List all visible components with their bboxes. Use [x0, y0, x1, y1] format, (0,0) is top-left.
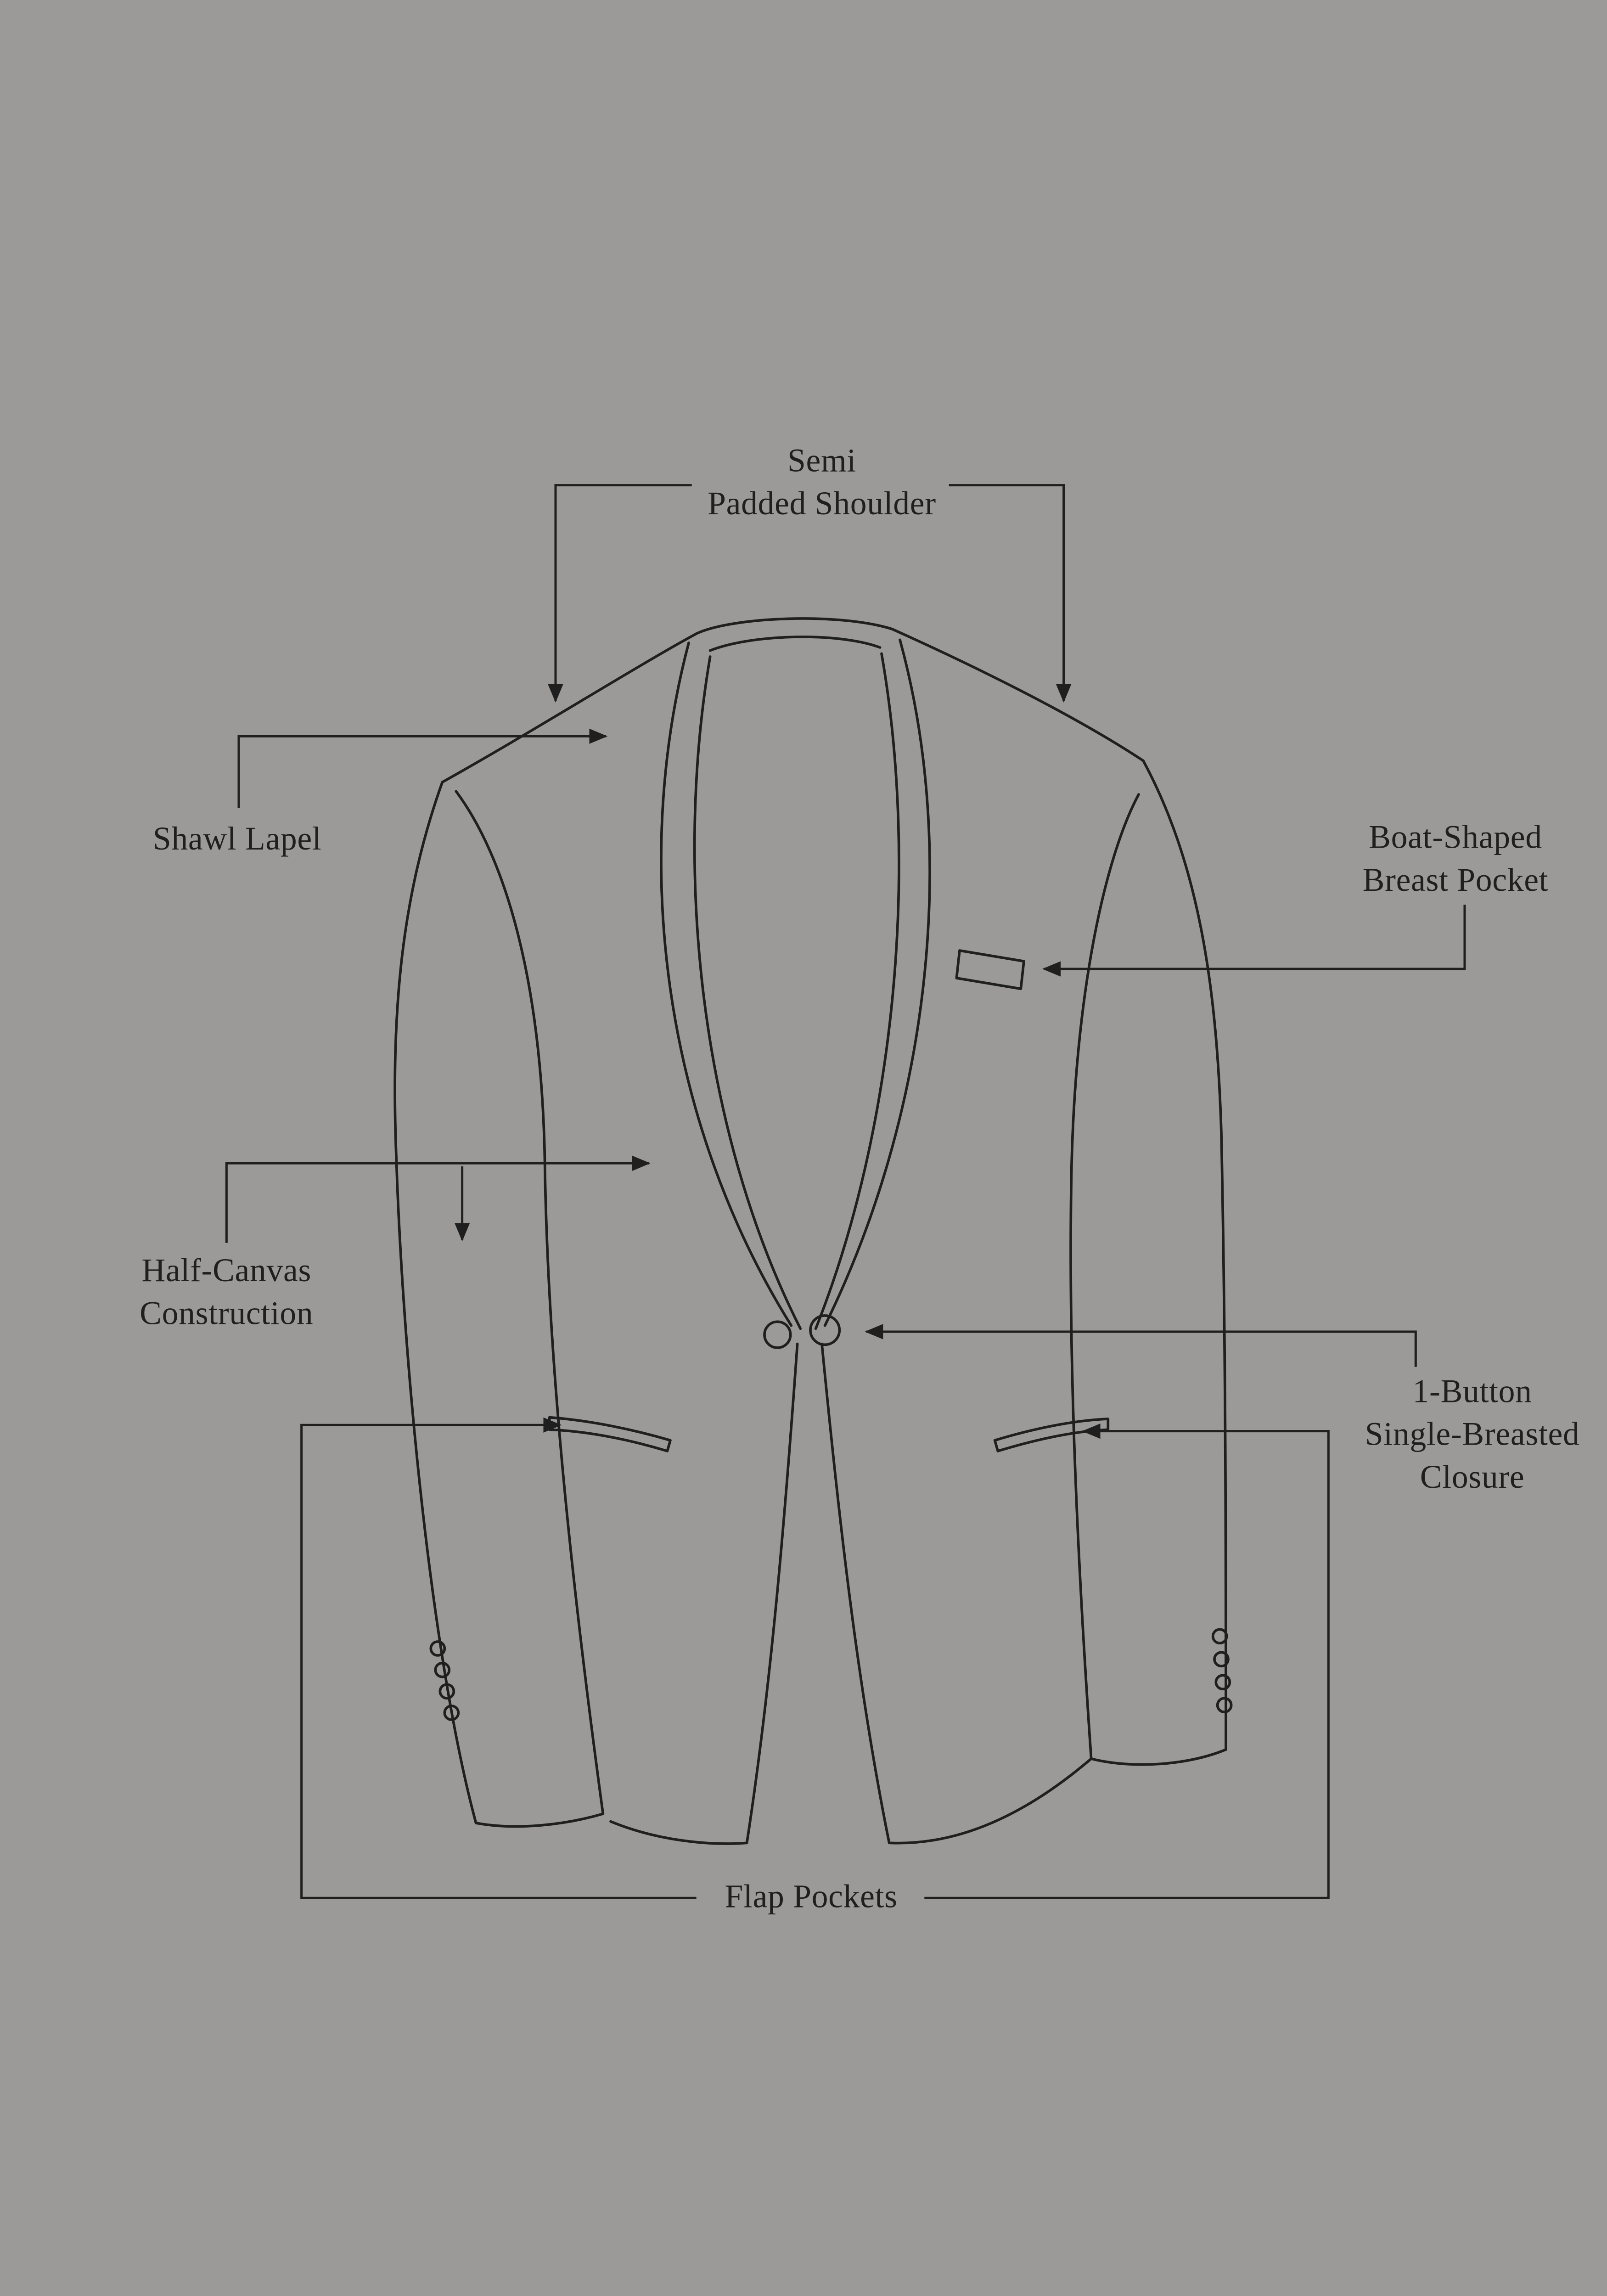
cuff-buttons-left: [429, 1640, 460, 1721]
breast-pocket-welt: [955, 949, 1025, 990]
shoulder-seam-left: [441, 632, 698, 784]
annotation-line-flap-right: [924, 1423, 1330, 1899]
annotation-line-closure: [865, 1324, 1417, 1367]
front-edge-left: [745, 1342, 799, 1845]
annotation-line-breast-pocket: [1042, 904, 1466, 977]
shawl-lapel-right-outer: [823, 638, 931, 1327]
annotation-line-half-canvas: [225, 1155, 651, 1243]
sleeve-left-outer: [393, 781, 478, 1824]
collar-top-line: [695, 617, 894, 635]
label-one-button-closure: 1-Button Single-Breasted Closure: [1365, 1373, 1580, 1496]
label-boat-shaped-breast-pocket: Boat-Shaped Breast Pocket: [1362, 819, 1549, 899]
shawl-lapel-left-inner: [693, 655, 802, 1330]
annotation-line-shawl-lapel: [237, 728, 608, 808]
label-semi-padded-shoulder: Semi Padded Shoulder: [708, 442, 936, 522]
shoulder-seam-right: [891, 628, 1145, 762]
cuff-buttons-right: [1211, 1628, 1233, 1714]
front-edge-right: [820, 1342, 891, 1845]
label-half-canvas-construction: Half-Canvas Construction: [140, 1252, 314, 1332]
sleeve-right-inner: [1069, 793, 1140, 1760]
jacket-illustration: [393, 617, 1233, 1845]
hem-right: [888, 1757, 1093, 1845]
cuff-right: [1090, 1748, 1227, 1766]
flap-pocket-right: [993, 1418, 1110, 1452]
shawl-lapel-right-inner: [814, 652, 900, 1330]
annotation-lines: [225, 484, 1466, 1899]
annotation-line-flap-left: [300, 1417, 697, 1899]
annotation-line-shoulder-left: [548, 484, 692, 703]
collar-inner-line: [708, 636, 882, 652]
sleeve-left-inner: [455, 790, 605, 1815]
shawl-lapel-left-outer: [660, 642, 793, 1327]
sleeve-right-outer: [1142, 759, 1227, 1751]
cuff-left: [474, 1812, 605, 1828]
flap-pocket-left: [548, 1416, 672, 1452]
hem-left: [609, 1820, 748, 1845]
label-flap-pockets: Flap Pockets: [725, 1878, 898, 1915]
front-buttons: [763, 1314, 841, 1349]
label-shawl-lapel: Shawl Lapel: [152, 820, 322, 857]
annotation-line-shoulder-right: [949, 484, 1072, 703]
